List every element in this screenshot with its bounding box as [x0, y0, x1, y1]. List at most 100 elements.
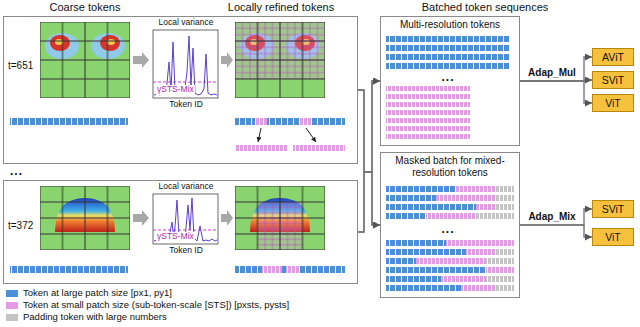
multi-resolution-batch [386, 63, 510, 69]
connector [520, 209, 592, 225]
axis-title: Local variance [159, 18, 214, 28]
token-sequence [235, 118, 345, 125]
mixed-resolution-batch [416, 258, 486, 264]
step-arrow [221, 210, 233, 226]
token-sequence [262, 266, 282, 273]
legend-row: Token at large patch size [px1, py1] [6, 287, 289, 299]
variance-plot [153, 194, 218, 244]
multi-resolution-batch [386, 118, 470, 123]
token-sequence [10, 266, 128, 273]
legend: Token at large patch size [px1, py1]Toke… [6, 287, 289, 323]
refined-grid [235, 22, 325, 98]
legend-swatch [6, 314, 18, 321]
legend-swatch [6, 302, 18, 309]
mixed-resolution-batch [386, 195, 436, 201]
node-text: ViT [605, 231, 621, 243]
mixed-resolution-batch [386, 240, 446, 246]
multi-resolution-batch [386, 54, 510, 60]
model-box: AViT [592, 48, 634, 66]
token-sequence [286, 266, 300, 273]
node-text: t=372 [4, 220, 33, 232]
connector [358, 81, 380, 172]
coarse-grid [40, 22, 130, 98]
step-arrow [221, 52, 233, 68]
mixed-resolution-batch [461, 285, 496, 291]
coarse-grid [40, 186, 130, 250]
connector [520, 225, 592, 237]
mixed-resolution-batch [486, 258, 514, 264]
token-sequence [258, 128, 261, 142]
multi-resolution-batch [386, 45, 510, 51]
node-text: SViT [602, 203, 625, 215]
token-sequence [300, 118, 312, 125]
multi-resolution-batch [386, 36, 510, 139]
connector [358, 172, 380, 232]
mixed-resolution-batch [446, 240, 514, 246]
connector [358, 81, 380, 232]
step-arrow [133, 52, 149, 68]
coarse-grid [40, 22, 130, 250]
model-box: SViT [592, 200, 634, 218]
mixed-resolution-batch [386, 258, 416, 264]
token-sequence [306, 128, 316, 142]
step-arrow [133, 210, 149, 226]
multi-resolution-batch [386, 86, 470, 91]
column-heading: Coarse tokens [50, 1, 121, 14]
connector [358, 90, 380, 225]
refined-grid [235, 186, 325, 250]
mixed-resolution-batch [486, 267, 514, 273]
model-box: ViT [592, 228, 634, 246]
multi-resolution-batch [386, 110, 470, 115]
multi-resolution-batch [386, 134, 470, 139]
column-heading: Locally refined tokens [228, 1, 334, 14]
multi-resolution-batch [386, 126, 470, 131]
token-sequence [10, 118, 345, 273]
token-sequence [300, 118, 312, 125]
legend-text: Token at large patch size [px1, py1] [23, 287, 172, 299]
token-sequence [10, 118, 128, 125]
variance-plot [154, 36, 217, 95]
token-sequence [235, 266, 345, 273]
mixed-resolution-batch [496, 204, 514, 210]
edge-label: Adap_Mix [526, 211, 577, 223]
mixed-resolution-batch [386, 267, 486, 273]
multi-resolution-batch [386, 36, 510, 42]
ellipsis: ... [10, 166, 23, 176]
mixed-resolution-batch [441, 276, 486, 282]
multi-resolution-batch [386, 94, 470, 99]
mixed-resolution-batch [386, 249, 466, 255]
node-text: ViT [605, 97, 621, 109]
axis-title: Token ID [169, 100, 203, 110]
mixed-resolution-batch [386, 186, 514, 291]
mixed-resolution-batch [386, 276, 441, 282]
node-text: Multi-resolution tokens [381, 17, 519, 31]
threshold-label: γSTS-Mix [156, 232, 195, 242]
variance-plot [153, 30, 218, 98]
node-text: SViT [602, 74, 625, 86]
token-sequence [255, 118, 267, 125]
model-box: ViT [592, 94, 634, 112]
mixed-resolution-batch [476, 204, 496, 210]
node-text: Masked batch for mixed-resolution tokens [381, 153, 519, 179]
model-box: SViT [592, 71, 634, 89]
refined-grid [235, 22, 325, 98]
connector [520, 81, 592, 103]
axis-title: Token ID [169, 246, 203, 256]
mixed-resolution-batch [496, 249, 514, 255]
mixed-resolution-batch [436, 195, 496, 201]
legend-text: Padding token with large numbers [23, 311, 167, 323]
ellipsis: ... [441, 224, 454, 234]
legend-row: Padding token with large numbers [6, 311, 289, 323]
legend-text: Token at small patch size (sub-token-sca… [23, 299, 289, 311]
mixed-resolution-batch [386, 285, 461, 291]
mixed-resolution-batch [496, 195, 514, 201]
token-sequence [293, 145, 345, 151]
coarse-grid [40, 22, 130, 98]
variance-plot [153, 30, 218, 244]
mixed-resolution-batch [496, 285, 514, 291]
coarse-grid [40, 186, 130, 250]
mixed-resolution-batch [496, 186, 514, 192]
token-sequence [262, 266, 282, 273]
legend-row: Token at small patch size (sub-token-sca… [6, 299, 289, 311]
